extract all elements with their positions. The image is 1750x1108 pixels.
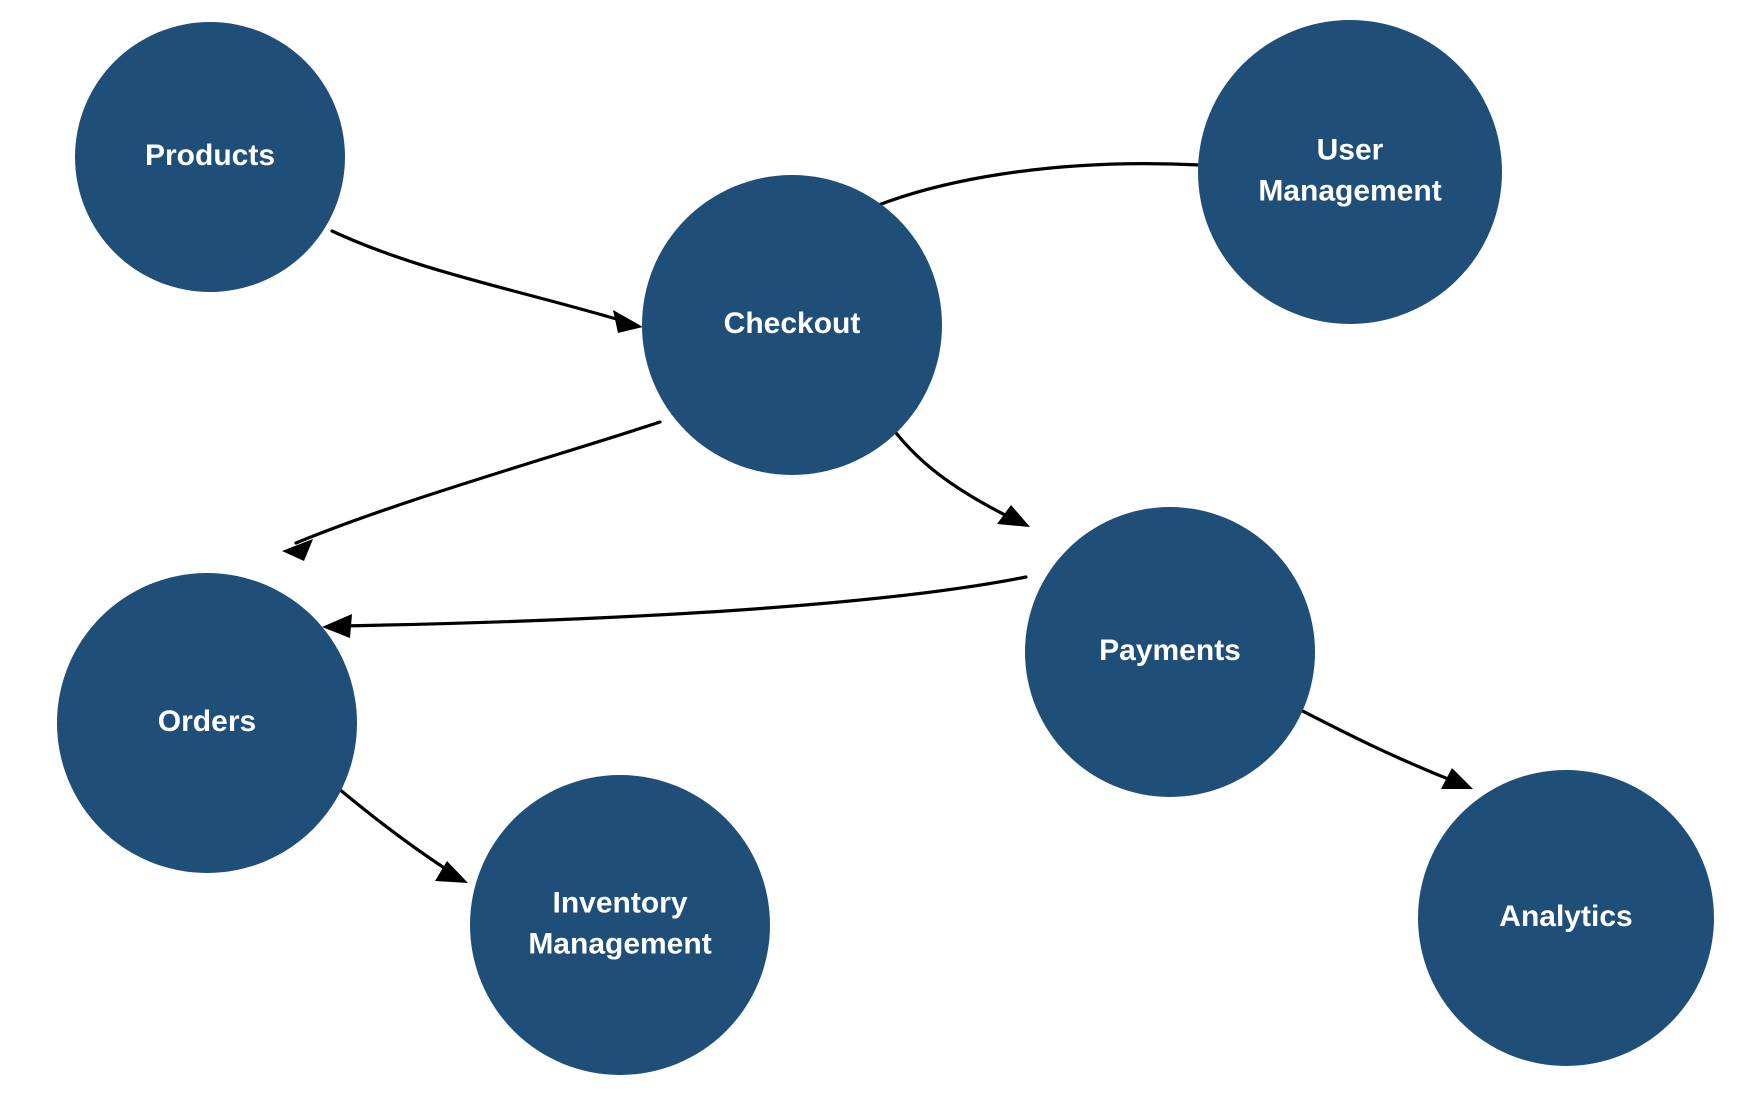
edge-checkout-to-orders[interactable] (282, 420, 662, 561)
arrowhead-icon (1441, 768, 1473, 789)
edge-checkout-to-payments[interactable] (878, 410, 1030, 527)
node-circle[interactable] (75, 22, 345, 292)
node-circle[interactable] (1198, 20, 1502, 324)
node-circle[interactable] (642, 175, 942, 475)
node-circle[interactable] (470, 775, 770, 1075)
edge-line (844, 162, 1202, 221)
edge-payments-to-orders[interactable] (322, 575, 1028, 638)
arrowhead-icon (997, 505, 1030, 527)
edge-products-to-checkout[interactable] (330, 229, 643, 333)
edge-payments-to-analytics[interactable] (1279, 698, 1473, 789)
arrowhead-icon (322, 614, 352, 638)
arrowhead-icon (613, 310, 643, 333)
node-orders[interactable]: Orders (57, 573, 357, 873)
edge-line (1279, 698, 1460, 785)
node-circle[interactable] (1025, 507, 1315, 797)
edge-line (330, 229, 632, 325)
node-products[interactable]: Products (75, 22, 345, 292)
edge-line (294, 420, 662, 545)
arrowhead-icon (282, 539, 313, 561)
edge-line (336, 575, 1028, 628)
node-analytics[interactable]: Analytics (1418, 770, 1714, 1066)
node-circle[interactable] (1418, 770, 1714, 1066)
arrowhead-icon (435, 861, 468, 883)
node-checkout[interactable]: Checkout (642, 175, 942, 475)
node-circle[interactable] (57, 573, 357, 873)
node-payments[interactable]: Payments (1025, 507, 1315, 797)
